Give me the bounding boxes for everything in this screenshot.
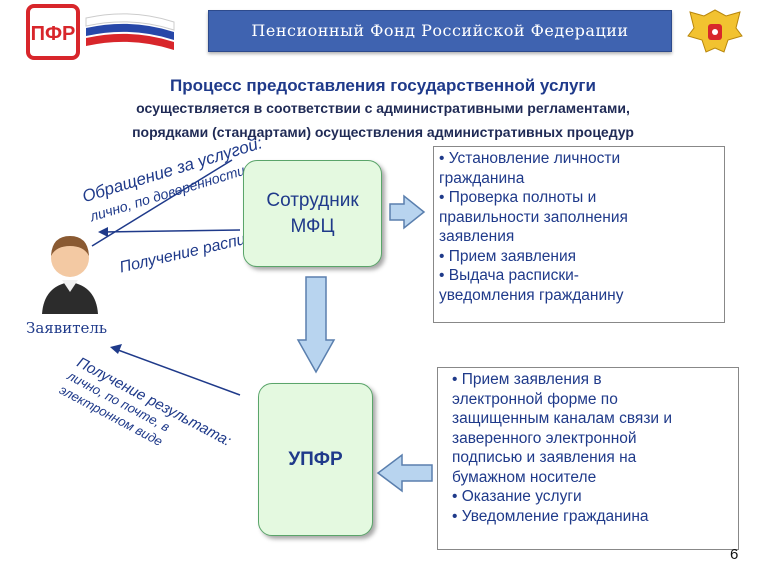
applicant-label: Заявитель xyxy=(26,319,108,337)
receipt-arrow xyxy=(98,227,241,237)
list-item: • Установление личности xyxy=(439,150,621,167)
list-item: • Проверка полноты и xyxy=(439,189,597,206)
upfr-label: УПФР xyxy=(288,448,343,470)
list-item: гражданина xyxy=(439,169,525,187)
result-arrow xyxy=(110,344,241,396)
list-item: защищенным каналам связи и xyxy=(452,410,673,427)
list-item: бумажном носителе xyxy=(452,468,597,486)
list-item: • Уведомление гражданина xyxy=(452,507,649,525)
list-item: • Прием заявления в xyxy=(452,371,602,388)
list2-to-upfr-arrow xyxy=(376,453,433,493)
subtitle-line-2: порядками (стандартами) осуществления ад… xyxy=(132,124,634,140)
list-item: • Оказание услуги xyxy=(452,488,582,505)
header: ПФР Пенсионный Фонд Российской Федерации xyxy=(0,0,766,64)
mfc-to-upfr-arrow xyxy=(296,276,336,374)
list-item: подписью и заявления на xyxy=(452,449,637,466)
mfc-line-2: МФЦ xyxy=(290,215,335,237)
applicant-icon xyxy=(42,236,98,314)
list-item: • Выдача расписки- xyxy=(439,267,579,284)
page-title: Процесс предоставления государственной у… xyxy=(170,76,596,95)
list-item: правильности заполнения xyxy=(439,208,628,226)
logo-text: ПФР xyxy=(31,23,76,45)
upfr-node: УПФР xyxy=(258,383,373,536)
list-item: заверенного электронной xyxy=(452,429,637,447)
list-item: электронной форме по xyxy=(452,390,618,408)
coat-of-arms-icon xyxy=(687,9,743,53)
list-item: заявления xyxy=(439,228,515,245)
subtitle-line-1: осуществляется в соответствии с админист… xyxy=(136,100,630,116)
mfc-tasks-list: • Установление личности гражданина • Про… xyxy=(433,146,725,323)
page-number: 6 xyxy=(730,546,739,563)
mfc-to-list1-arrow xyxy=(389,194,426,230)
org-name: Пенсионный Фонд Российской Федерации xyxy=(251,21,629,40)
mfc-employee-node: Сотрудник МФЦ xyxy=(243,160,382,267)
header-band: Пенсионный Фонд Российской Федерации xyxy=(208,10,672,52)
pfr-logo: ПФР xyxy=(26,4,175,60)
list-item: уведомления гражданину xyxy=(439,286,624,304)
list-item: • Прием заявления xyxy=(439,247,577,265)
mfc-line-1: Сотрудник xyxy=(266,189,359,211)
upfr-tasks-list: • Прием заявления в электронной форме по… xyxy=(437,367,739,550)
